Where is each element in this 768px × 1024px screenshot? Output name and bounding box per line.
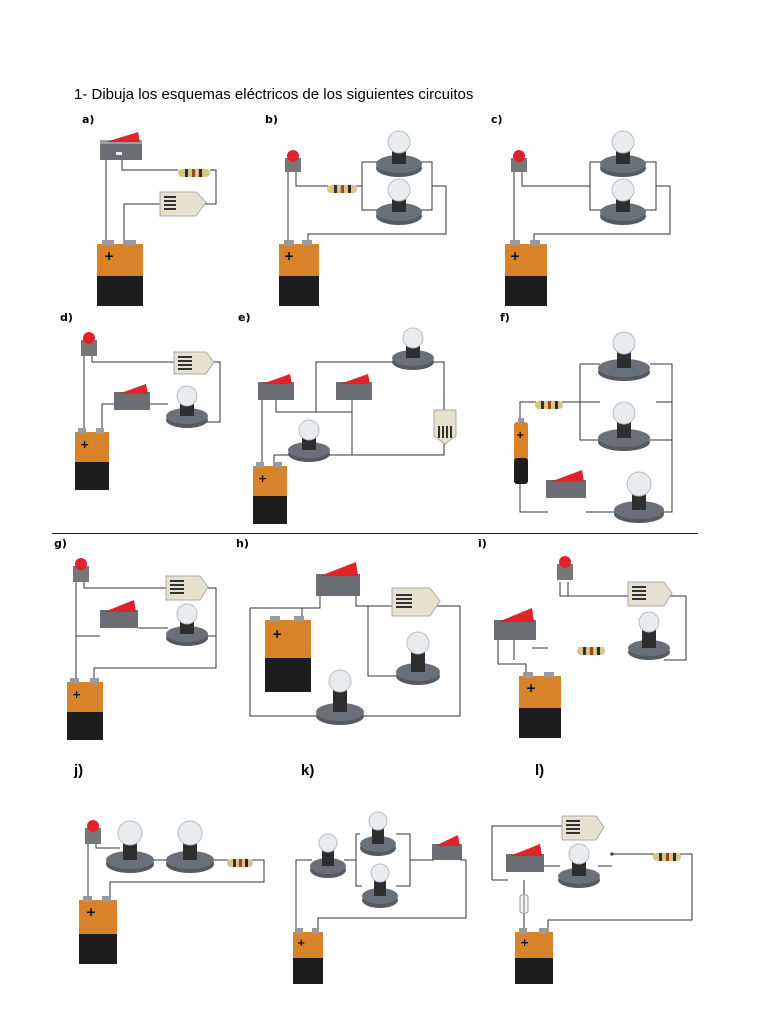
- battery-sign: +: [72, 688, 81, 701]
- battery-sign: +: [297, 938, 305, 949]
- buzzer: [560, 812, 606, 847]
- battery-sign: +: [510, 249, 520, 263]
- label-b: b): [265, 113, 278, 126]
- buzzer: [164, 572, 210, 607]
- battery: +: [252, 462, 288, 529]
- label-l: l): [535, 762, 545, 779]
- battery: +: [504, 240, 548, 311]
- lamp: [360, 862, 400, 915]
- battery-sign: +: [284, 249, 294, 263]
- label-a: a): [82, 113, 95, 126]
- battery-sign: +: [80, 438, 89, 451]
- lamp: [390, 326, 436, 377]
- resistor: [652, 849, 682, 867]
- lamp: [598, 130, 648, 183]
- battery: +: [292, 928, 324, 989]
- push-button: [508, 146, 530, 179]
- label-g: g): [54, 537, 67, 550]
- buzzer: [172, 348, 216, 381]
- lamp: [374, 178, 424, 231]
- section-divider: [52, 533, 698, 534]
- lamp: [394, 630, 442, 691]
- push-button: [554, 552, 576, 587]
- battery: +: [66, 678, 104, 745]
- resistor: [326, 181, 358, 199]
- lamp: [358, 810, 398, 863]
- switch: [504, 840, 546, 879]
- lamp: [104, 820, 156, 879]
- lamp: [374, 130, 424, 183]
- push-button: [78, 328, 100, 363]
- label-k: k): [301, 762, 315, 779]
- battery: +: [278, 240, 320, 311]
- push-button: [282, 146, 304, 179]
- lamp: [626, 610, 672, 667]
- buzzer: [432, 406, 458, 451]
- lamp: [596, 330, 652, 387]
- label-f: f): [500, 311, 510, 324]
- lamp: [164, 384, 210, 435]
- lamp: [314, 668, 366, 731]
- switch: [334, 370, 374, 407]
- fuse: [518, 894, 530, 919]
- battery-sign: +: [104, 249, 114, 263]
- battery-sign: +: [258, 472, 267, 485]
- battery-sign: +: [520, 936, 529, 949]
- battery: +: [74, 428, 110, 495]
- label-e: e): [238, 311, 251, 324]
- page-title: 1- Dibuja los esquemas eléctricos de los…: [74, 86, 474, 103]
- lamp: [286, 418, 332, 469]
- lamp: [164, 820, 216, 879]
- lamp: [598, 178, 648, 231]
- switch: [112, 380, 152, 417]
- buzzer: [626, 578, 674, 613]
- lamp: [308, 832, 348, 885]
- resistor: [226, 855, 254, 873]
- battery: +: [514, 928, 554, 989]
- label-j: j): [74, 762, 84, 779]
- resistor: [576, 643, 606, 661]
- switch: [98, 128, 144, 167]
- battery-cylinder: +: [512, 418, 530, 491]
- buzzer: [158, 188, 208, 223]
- switch: [430, 832, 464, 867]
- switch: [98, 596, 140, 635]
- lamp: [596, 400, 652, 457]
- battery: +: [96, 240, 144, 311]
- push-button: [82, 816, 104, 851]
- resistor: [176, 165, 212, 183]
- battery: +: [518, 672, 562, 743]
- label-c: c): [491, 113, 503, 126]
- label-h: h): [236, 537, 249, 550]
- battery: +: [78, 896, 118, 969]
- switch: [492, 604, 538, 647]
- switch: [314, 558, 362, 603]
- lamp: [612, 470, 666, 529]
- resistor: [534, 397, 564, 415]
- buzzer: [390, 584, 442, 625]
- push-button: [70, 554, 92, 589]
- label-i: i): [478, 537, 487, 550]
- switch: [256, 370, 296, 407]
- battery-sign: +: [526, 681, 536, 695]
- battery: +: [264, 616, 312, 697]
- battery-sign: +: [272, 627, 282, 641]
- lamp: [164, 602, 210, 653]
- lamp: [556, 842, 602, 895]
- switch: [544, 466, 588, 505]
- battery-sign: +: [516, 430, 524, 441]
- label-d: d): [60, 311, 73, 324]
- battery-sign: +: [86, 905, 96, 919]
